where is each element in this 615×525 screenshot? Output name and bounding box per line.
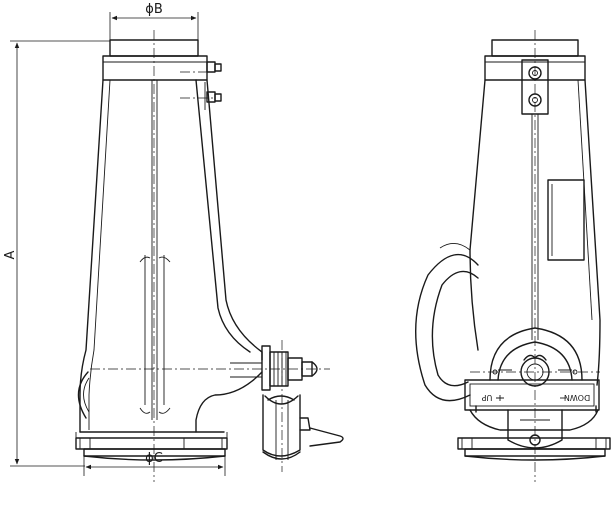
- top-diameter-label: ϕB: [145, 2, 163, 17]
- height-label: A: [3, 250, 18, 259]
- front-base: [457, 437, 611, 461]
- front-lower: [469, 409, 599, 449]
- height-dimension: A: [3, 40, 110, 467]
- base-flange: [75, 432, 228, 461]
- top-cap: [102, 39, 208, 81]
- up-label: UP: [481, 393, 492, 402]
- lifting-slot: [139, 80, 171, 420]
- down-label: DOWN: [564, 393, 590, 402]
- loop-handle: [415, 243, 479, 402]
- front-body: [469, 79, 601, 386]
- jack-body: [77, 79, 263, 433]
- handle-socket: [262, 394, 344, 460]
- base-diameter-dimension: ϕC: [83, 450, 226, 476]
- gear-housing: UP DOWN: [464, 327, 600, 413]
- crank-housing: [230, 345, 318, 391]
- front-view: UP DOWN: [415, 30, 611, 482]
- top-diameter-dimension: ϕB: [109, 2, 199, 40]
- cap-bolts: [204, 61, 222, 110]
- side-view: A ϕB ϕC: [3, 2, 344, 482]
